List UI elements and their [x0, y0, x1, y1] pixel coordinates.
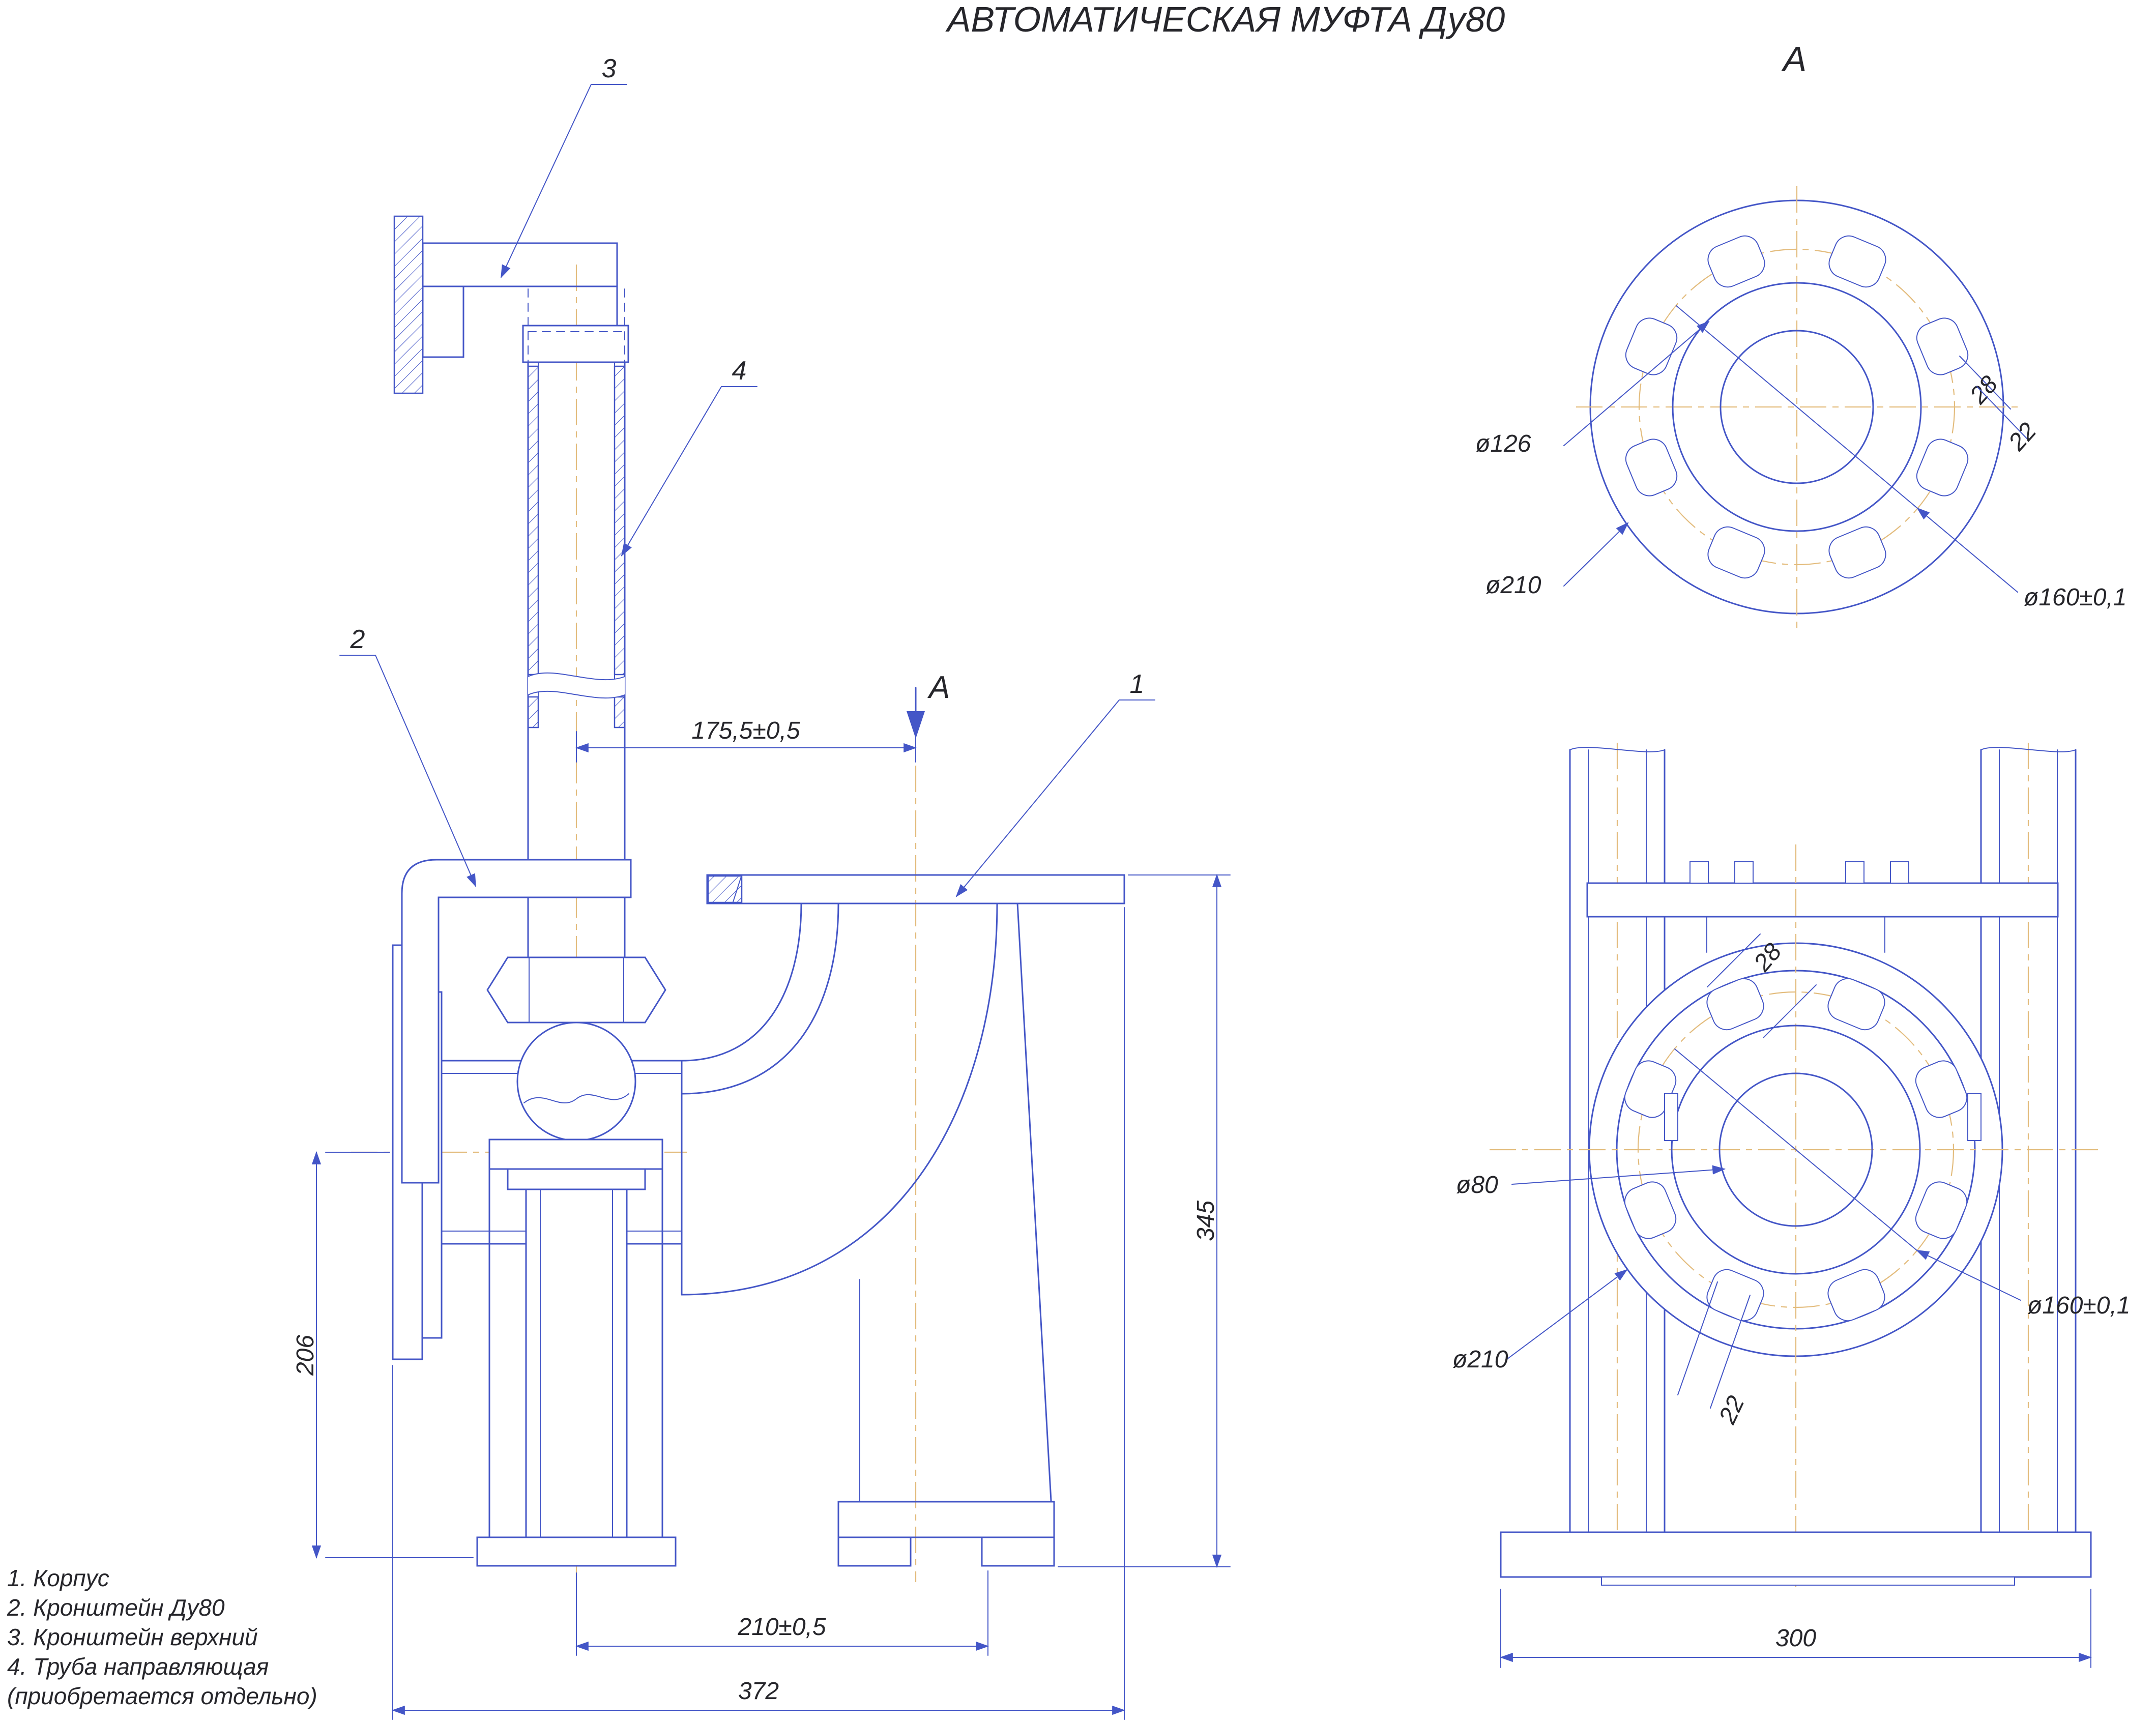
- callout-2-label: 2: [350, 625, 365, 654]
- parts-list-item-2: 2. Кронштейн Ду80: [7, 1594, 225, 1621]
- view-a-bolt-slots: [1625, 235, 1969, 579]
- front-dimensions: 28 ø80 ø210 ø160±0,1 22: [1452, 933, 2130, 1668]
- parts-list-item-4: 4. Труба направляющая: [7, 1653, 269, 1680]
- dim-width-372: 372: [391, 907, 1126, 1720]
- parts-list-item-4-note: (приобретается отдельно): [7, 1683, 317, 1709]
- dim-d126-label: ø126: [1475, 430, 1531, 457]
- view-a-label: А: [1781, 39, 1807, 79]
- parts-list-item-3: 3. Кронштейн верхний: [7, 1624, 258, 1650]
- dim-d160-front: ø160±0,1: [1674, 1048, 2130, 1319]
- dim-height-206: 206: [292, 1151, 474, 1559]
- pipe-bracket: [401, 859, 677, 1567]
- view-a: А ø126 ø210: [1475, 39, 2126, 628]
- parts-list: 1. Корпус 2. Кронштейн Ду80 3. Кронштейн…: [7, 1565, 317, 1709]
- dim-d210-front-label: ø210: [1452, 1346, 1508, 1373]
- dim-300-label: 300: [1775, 1625, 1816, 1652]
- dim-345-label: 345: [1192, 1201, 1219, 1241]
- section-marker-a: А: [907, 670, 950, 739]
- callouts: 3 4 2 1: [339, 54, 1155, 897]
- dim-d160-front-label: ø160±0,1: [2027, 1292, 2130, 1319]
- dim-offset-175: 175,5±0,5: [575, 717, 917, 763]
- front-base: [1500, 1531, 2092, 1586]
- callout-3: 3: [501, 54, 627, 278]
- dim-d160-label: ø160±0,1: [2024, 584, 2126, 611]
- section-label: А: [927, 670, 950, 705]
- view-a-centerlines: [1576, 186, 2018, 628]
- dim-d80-label: ø80: [1456, 1172, 1498, 1199]
- parts-list-item-1: 1. Корпус: [7, 1565, 109, 1591]
- dim-210-label: 210±0,5: [737, 1614, 826, 1641]
- dim-d210: ø210: [1485, 522, 1629, 599]
- side-dimensions: 175,5±0,5 206 345 210±0,5: [292, 717, 1231, 1720]
- front-top-bracket: [1586, 861, 2059, 953]
- dim-300: 300: [1499, 1589, 2092, 1668]
- dim-height-345: 345: [1058, 873, 1231, 1568]
- drawing-title: АВТОМАТИЧЕСКАЯ МУФТА Ду80: [945, 0, 1505, 39]
- upper-bracket: [393, 215, 629, 394]
- callout-1: 1: [955, 669, 1155, 897]
- callout-3-label: 3: [602, 54, 617, 83]
- guide-posts: [1569, 743, 2077, 1541]
- front-flange: [1490, 844, 2102, 1587]
- dim-d160: ø160±0,1: [1676, 305, 2126, 611]
- callout-4: 4: [621, 356, 757, 557]
- corpus-body: [441, 874, 1125, 1567]
- dim-width-210: 210±0,5: [575, 1570, 989, 1656]
- dim-d210-label: ø210: [1485, 572, 1541, 599]
- guide-pipe: [527, 361, 626, 958]
- dim-206-label: 206: [292, 1335, 319, 1376]
- callout-2: 2: [339, 625, 476, 887]
- front-bolt-slots: [1624, 978, 1968, 1322]
- dim-d210-front: ø210: [1452, 1269, 1628, 1373]
- callout-1-label: 1: [1130, 669, 1145, 699]
- callout-4-label: 4: [732, 356, 747, 386]
- dim-offset-label: 175,5±0,5: [691, 717, 800, 744]
- front-view: 28 ø80 ø210 ø160±0,1 22: [1452, 743, 2130, 1668]
- dim-22-label: 22: [2003, 418, 2042, 456]
- dim-d80: ø80: [1456, 1165, 1726, 1199]
- dim-d126: ø126: [1475, 320, 1710, 457]
- dim-372-label: 372: [738, 1678, 779, 1705]
- side-view: А 3 4 2 1: [292, 54, 1231, 1720]
- dim-22-front-label: 22: [1714, 1392, 1750, 1428]
